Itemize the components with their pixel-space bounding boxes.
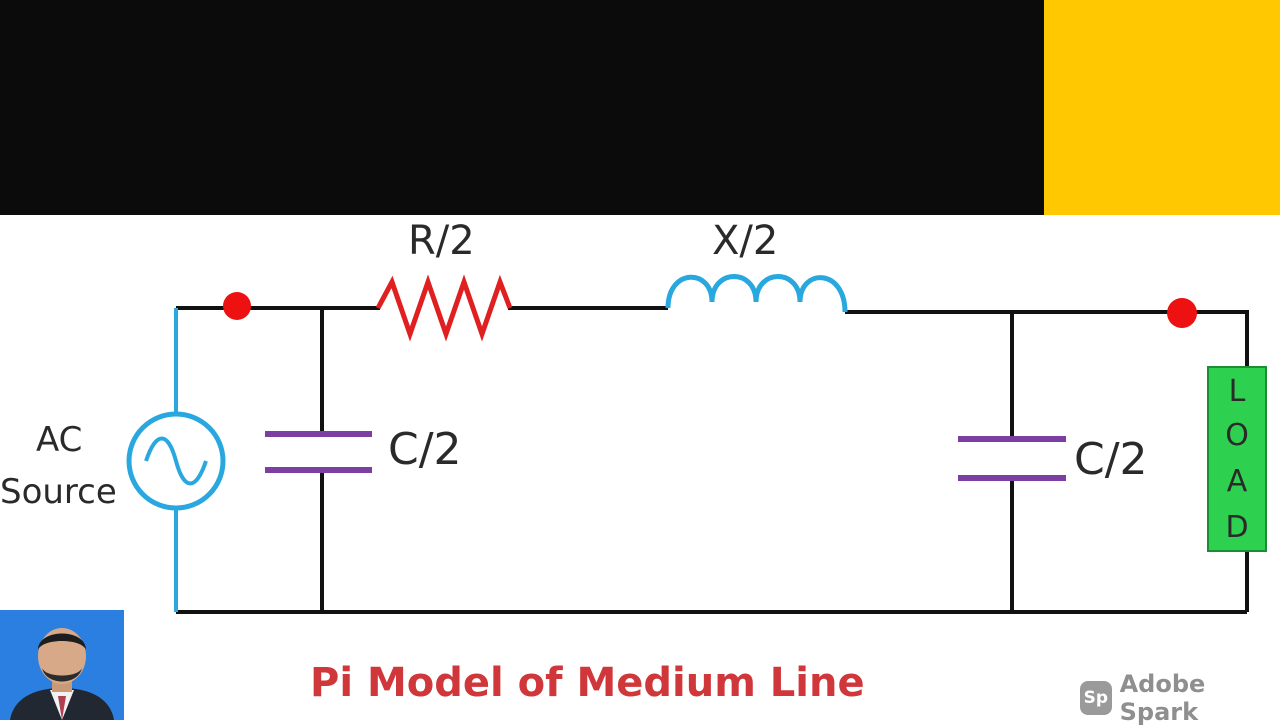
capacitor-left — [265, 431, 372, 473]
sending-end-node — [223, 292, 251, 320]
inductor-symbol — [665, 274, 848, 313]
capacitor-left-label: C/2 — [388, 424, 462, 475]
load-letter: L — [1228, 374, 1246, 409]
yellow-accent-block — [1044, 0, 1280, 215]
top-black-bar — [0, 0, 1044, 215]
pi-circuit-diagram — [126, 274, 1249, 614]
inductor-label: X/2 — [712, 218, 779, 264]
ac-source-icon — [126, 411, 226, 511]
capacitor-right — [958, 436, 1066, 481]
load-letter: O — [1225, 418, 1249, 453]
presenter-avatar — [0, 610, 124, 720]
resistor-label: R/2 — [408, 218, 475, 264]
load-letter: A — [1226, 464, 1248, 499]
adobe-spark-text: Adobe Spark — [1119, 670, 1206, 726]
wires — [174, 306, 1249, 614]
capacitor-right-label: C/2 — [1074, 434, 1148, 485]
source-label-line1: AC — [36, 420, 83, 460]
receiving-end-node — [1167, 298, 1197, 328]
load-box: L O A D — [1207, 366, 1267, 552]
adobe-spark-logo: Sp Adobe Spark — [1080, 670, 1280, 726]
sine-wave-icon — [144, 436, 208, 486]
adobe-spark-badge: Sp — [1080, 681, 1112, 715]
diagram-title: Pi Model of Medium Line — [310, 660, 865, 706]
avatar-image — [0, 610, 124, 720]
resistor-symbol — [375, 274, 513, 342]
load-letter: D — [1225, 510, 1249, 545]
source-label-line2: Source — [0, 472, 117, 512]
top-wire-right — [845, 310, 1249, 366]
